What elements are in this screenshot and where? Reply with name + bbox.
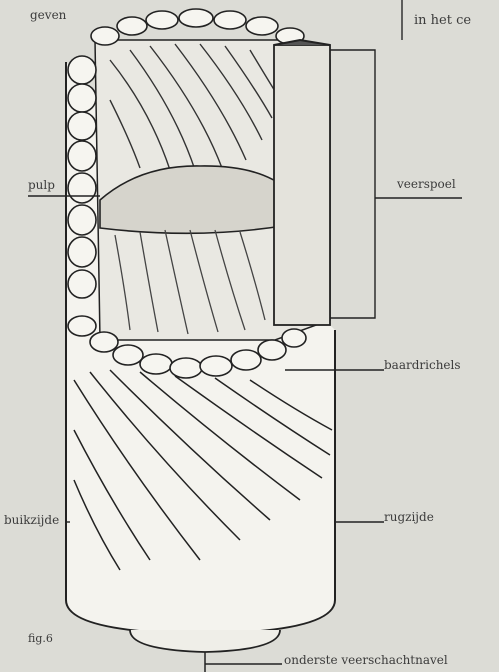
label-buikzijde: buikzijde [4,513,59,527]
figure-number: fig.6 [28,632,53,646]
label-rugzijde: rugzijde [384,510,434,524]
left-rim-scallops [68,56,96,298]
veerspoel-shaft [274,45,330,325]
label-onderste-veerschachtnavel: onderste veerschachtnavel [284,653,448,667]
top-text-right: in het ce [414,14,471,28]
top-text-left: geven [30,8,66,22]
bottom-navel [130,630,280,652]
label-veerspoel: veerspoel [397,177,456,191]
label-pulp: pulp [28,178,55,192]
label-baardrichels: baardrichels [384,358,461,372]
